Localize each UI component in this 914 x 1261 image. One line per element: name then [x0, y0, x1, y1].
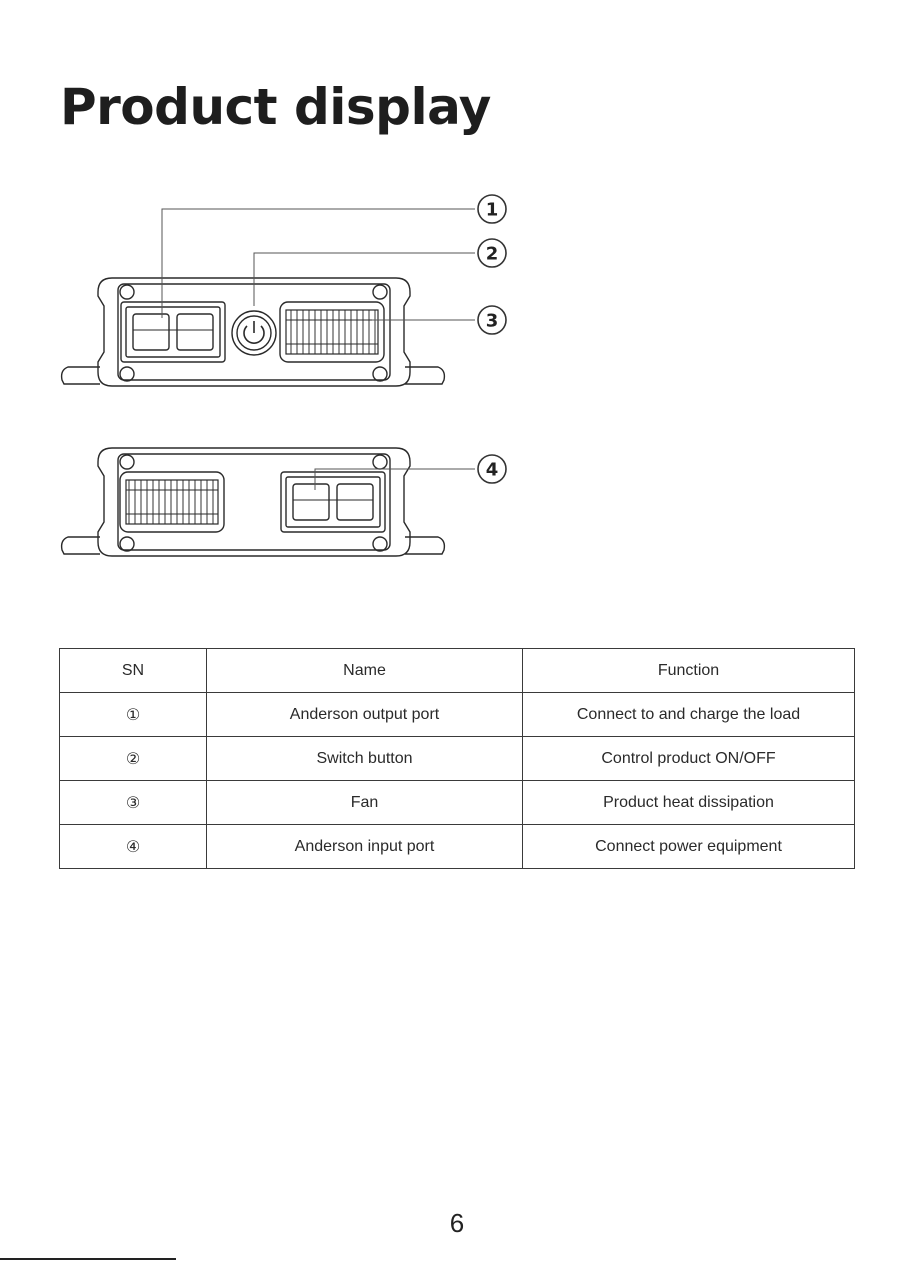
- svg-text:3: 3: [486, 311, 499, 332]
- table-header-row: SN Name Function: [60, 649, 855, 693]
- table-row: ③ Fan Product heat dissipation: [60, 781, 855, 825]
- product-diagram: 1 2 3 4: [0, 0, 914, 600]
- cell-sn: ②: [60, 737, 207, 781]
- component-table: SN Name Function ① Anderson output port …: [59, 648, 855, 869]
- power-icon: [244, 321, 264, 343]
- cell-name: Switch button: [207, 737, 523, 781]
- callout-4: 4: [478, 455, 506, 483]
- svg-text:4: 4: [486, 460, 499, 481]
- header-name: Name: [207, 649, 523, 693]
- cell-name: Anderson input port: [207, 825, 523, 869]
- cell-sn: ④: [60, 825, 207, 869]
- footer-rule: [0, 1258, 176, 1260]
- cell-name: Fan: [207, 781, 523, 825]
- callout-3: 3: [478, 306, 506, 334]
- front-fan: [280, 302, 384, 362]
- back-fan: [120, 472, 224, 532]
- cell-function: Control product ON/OFF: [523, 737, 855, 781]
- header-function: Function: [523, 649, 855, 693]
- back-view: [62, 448, 445, 556]
- fan-grille-icon: [286, 310, 378, 354]
- table-row: ① Anderson output port Connect to and ch…: [60, 693, 855, 737]
- page-number: 6: [0, 1208, 914, 1239]
- cell-sn: ③: [60, 781, 207, 825]
- anderson-connector-icon: [133, 314, 213, 350]
- switch-button: [232, 311, 276, 355]
- cell-sn: ①: [60, 693, 207, 737]
- svg-text:1: 1: [486, 200, 499, 221]
- cell-name: Anderson output port: [207, 693, 523, 737]
- cell-function: Connect power equipment: [523, 825, 855, 869]
- table-row: ② Switch button Control product ON/OFF: [60, 737, 855, 781]
- header-sn: SN: [60, 649, 207, 693]
- svg-text:2: 2: [486, 244, 499, 265]
- anderson-input-port: [281, 472, 385, 532]
- cell-function: Connect to and charge the load: [523, 693, 855, 737]
- callout-1: 1: [478, 195, 506, 223]
- cell-function: Product heat dissipation: [523, 781, 855, 825]
- anderson-output-port: [121, 302, 225, 362]
- table-row: ④ Anderson input port Connect power equi…: [60, 825, 855, 869]
- callout-2: 2: [478, 239, 506, 267]
- front-view: [62, 278, 445, 386]
